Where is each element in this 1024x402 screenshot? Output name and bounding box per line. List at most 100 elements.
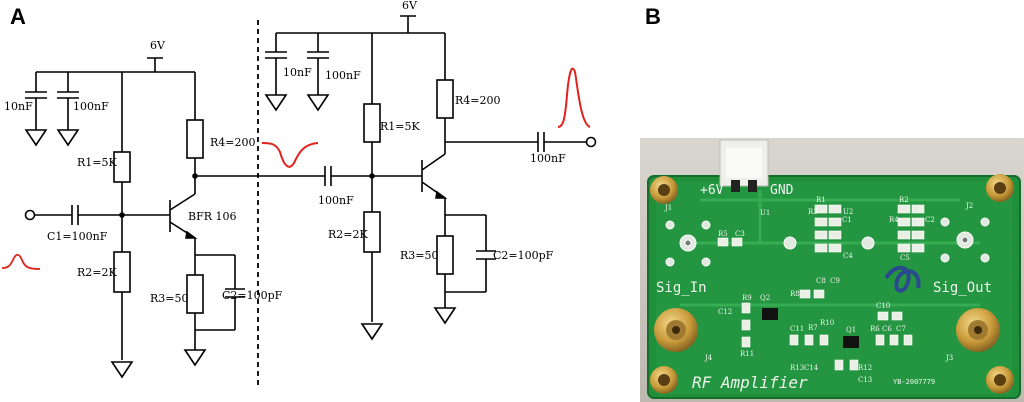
ref-c6: C6	[882, 325, 892, 333]
left-cap-100nf-label: 100nF	[73, 100, 109, 113]
ref-r9: R9	[742, 294, 752, 302]
left-r3-resistor	[186, 274, 204, 314]
ref-q2: Q2	[760, 294, 770, 302]
ref-r10: R10	[820, 319, 834, 327]
ref-u1: U1	[760, 209, 770, 217]
left-c1-label: C1=100nF	[47, 230, 108, 243]
corner-connector-top-right	[986, 174, 1014, 202]
smd-footprints	[717, 204, 925, 371]
left-supply-label: 6V	[150, 39, 166, 52]
panel-label-a: A	[10, 4, 26, 29]
ink-mark	[884, 266, 921, 293]
corner-connector-top-left	[650, 176, 678, 204]
sig-out-sma-connector	[956, 308, 1000, 352]
ref-r13: R13	[790, 364, 804, 372]
right-r4-resistor	[436, 79, 454, 119]
left-r1-resistor	[113, 151, 131, 183]
silk-part-number: YB-2007779	[893, 378, 935, 386]
ref-u2: U2	[843, 208, 853, 216]
ref-r6: R6	[870, 325, 880, 333]
ref-r4: R4	[889, 216, 899, 224]
silk-sig-out: Sig_Out	[933, 280, 992, 296]
right-r2-resistor	[363, 211, 381, 253]
ref-r5: R5	[718, 230, 728, 238]
ref-r8: R8	[790, 290, 800, 298]
right-supply-terminal	[400, 15, 416, 33]
ref-c3: C3	[735, 230, 745, 238]
ref-r11: R11	[740, 350, 754, 358]
left-transistor	[169, 193, 198, 239]
sig-in-sma-connector	[654, 308, 698, 352]
ref-r3: R3	[808, 208, 818, 216]
ref-c8: C8	[816, 277, 826, 285]
ref-c4: C4	[843, 252, 853, 260]
left-c2-capacitor	[225, 288, 245, 298]
input-pulse-waveform	[1, 253, 41, 270]
left-cap-10nf-label: 10nF	[4, 100, 33, 113]
left-supply-terminal	[147, 57, 163, 72]
right-r2-ground	[360, 323, 384, 341]
right-r3-label: R3=50	[400, 249, 439, 262]
ref-c11: C11	[790, 325, 804, 333]
silk-plus-6v: +6V	[700, 183, 724, 198]
left-stage: 6V 10nF 100nF R1=5K R2=2K C1=100nF BFR 1	[4, 39, 283, 379]
ref-r12: R12	[858, 364, 872, 372]
output-pulse-waveform	[557, 67, 591, 128]
right-r3-resistor	[436, 235, 454, 275]
left-c2-label: C2=100pF	[222, 289, 283, 302]
right-out-cap-label: 100nF	[530, 152, 566, 165]
ref-j4: J4	[704, 354, 713, 362]
left-r4-label: R4=200	[210, 136, 256, 149]
ref-c2: C2	[925, 216, 935, 224]
ref-c9: C9	[830, 277, 840, 285]
amplifier-schematic: 6V 10nF 100nF R1=5K R2=2K C1=100nF BFR 1	[1, 0, 597, 385]
right-emitter-ground	[433, 307, 457, 325]
inverted-pulse-waveform	[261, 142, 319, 168]
left-transistor-label: BFR 106	[188, 210, 237, 223]
left-r3-label: R3=50	[150, 292, 189, 305]
ref-c14: C14	[804, 364, 819, 372]
power-header-connector	[719, 139, 769, 192]
left-r2-label: R2=2K	[77, 266, 117, 279]
ref-c13: C13	[858, 376, 872, 384]
ref-r7: R7	[808, 324, 818, 332]
ref-c7: C7	[896, 325, 906, 333]
ref-c12: C12	[718, 308, 732, 316]
left-emitter-ground	[183, 349, 207, 367]
silk-sig-in: Sig_In	[656, 280, 707, 296]
transistor-q1	[843, 336, 859, 348]
right-supply-label: 6V	[402, 0, 418, 12]
left-decoupling-cap-100nf	[56, 72, 80, 147]
silk-gnd: GND	[770, 183, 794, 198]
corner-connector-bottom-left	[650, 366, 678, 394]
ref-c1: C1	[842, 216, 852, 224]
right-r2-label: R2=2K	[328, 228, 368, 241]
test-pads	[665, 217, 990, 267]
right-stage: 6V 10nF 100nF R1=5K R2=2K R4=200 100nF	[264, 0, 597, 341]
left-decoupling-cap-10nf	[24, 72, 48, 147]
right-decoupling-cap-100nf	[306, 33, 330, 112]
ref-j1: J1	[664, 204, 672, 212]
left-r4-resistor	[186, 119, 204, 159]
ref-j3: J3	[945, 354, 953, 362]
panel-label-b: B	[645, 4, 661, 29]
right-cap-10nf-label: 10nF	[283, 66, 312, 79]
right-c2-label: C2=100pF	[493, 249, 554, 262]
ref-c10: C10	[876, 302, 890, 310]
right-decoupling-cap-10nf	[264, 33, 288, 112]
right-transistor	[421, 153, 448, 199]
left-r1-label: R1=5K	[77, 156, 117, 169]
ref-j2: J2	[965, 202, 973, 210]
right-r1-resistor	[363, 103, 381, 143]
left-r2-ground	[110, 361, 134, 379]
right-cap-100nf-label: 100nF	[325, 69, 361, 82]
right-r1-label: R1=5K	[380, 120, 420, 133]
reference-designators: R1 R2 R3 R4 R5 R6 R7 R8 R9 R10 R11 R12 R…	[664, 196, 973, 384]
ref-r2: R2	[899, 196, 909, 204]
right-r4-label: R4=200	[455, 94, 501, 107]
ref-q1: Q1	[846, 326, 856, 334]
right-c2-capacitor	[476, 250, 496, 260]
left-r2-resistor	[113, 251, 131, 293]
ref-c5: C5	[900, 254, 910, 262]
